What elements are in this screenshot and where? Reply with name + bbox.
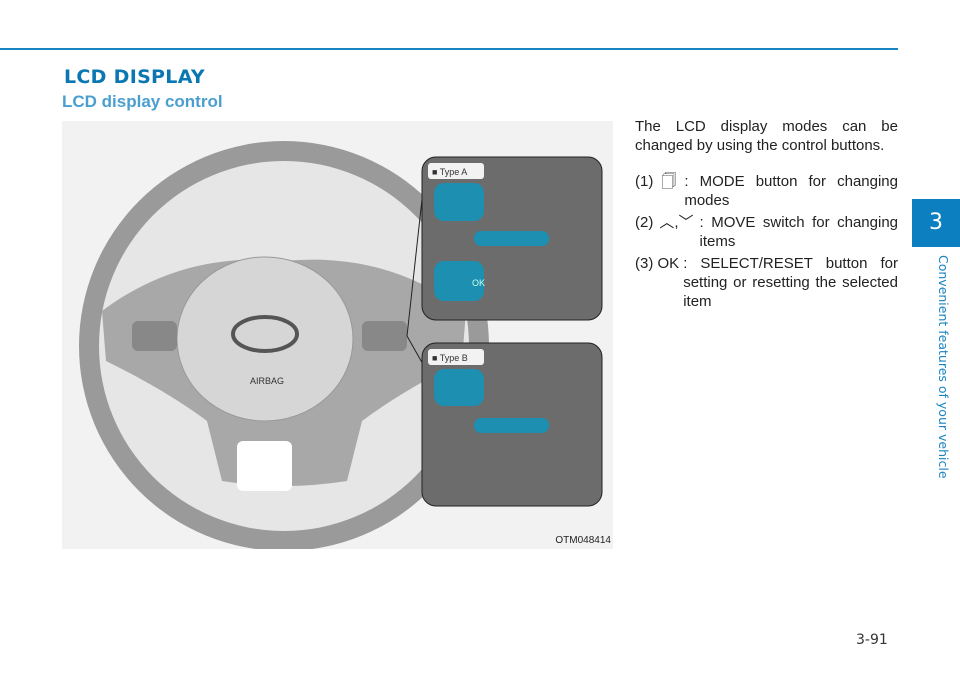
header-rule	[0, 48, 898, 50]
type-a-label: ■ Type A	[432, 167, 467, 177]
airbag-label: AIRBAG	[250, 376, 284, 386]
intro-paragraph: The LCD display modes can be changed by …	[635, 118, 898, 154]
list-item: (2) ︿,﹀ : MOVE switch for changing items	[635, 214, 898, 250]
type-b-label: ■ Type B	[432, 353, 468, 363]
move-switch	[474, 231, 549, 246]
section-title: LCD DISPLAY	[64, 66, 205, 88]
mode-button	[434, 183, 484, 221]
body-text: The LCD display modes can be changed by …	[635, 117, 898, 311]
list-item: (1) 🗍 : MODE button for changing modes	[635, 173, 898, 209]
ok-button	[434, 261, 484, 301]
page-number: 3-91	[856, 632, 888, 648]
chevron-up-icon: ︿	[659, 214, 675, 231]
svg-text:OK: OK	[472, 278, 485, 288]
steering-wheel-figure: AIRBAG ■ Type A OK ■ Type B OTM048414	[62, 121, 613, 551]
type-a-inset: ■ Type A OK	[421, 156, 603, 321]
type-b-inset: ■ Type B	[421, 342, 603, 507]
chevron-down-icon: ﹀	[678, 214, 694, 231]
mode-icon: 🗍	[661, 173, 677, 190]
chapter-title: Convenient features of your vehicle	[936, 255, 951, 479]
subsection-title: LCD display control	[62, 92, 223, 111]
chapter-tab: 3	[912, 199, 960, 247]
figure-code: OTM048414	[555, 535, 611, 546]
steering-wheel-illustration: AIRBAG	[79, 141, 489, 551]
list-item: (3) OK : SELECT/RESET button for setting…	[635, 255, 898, 310]
